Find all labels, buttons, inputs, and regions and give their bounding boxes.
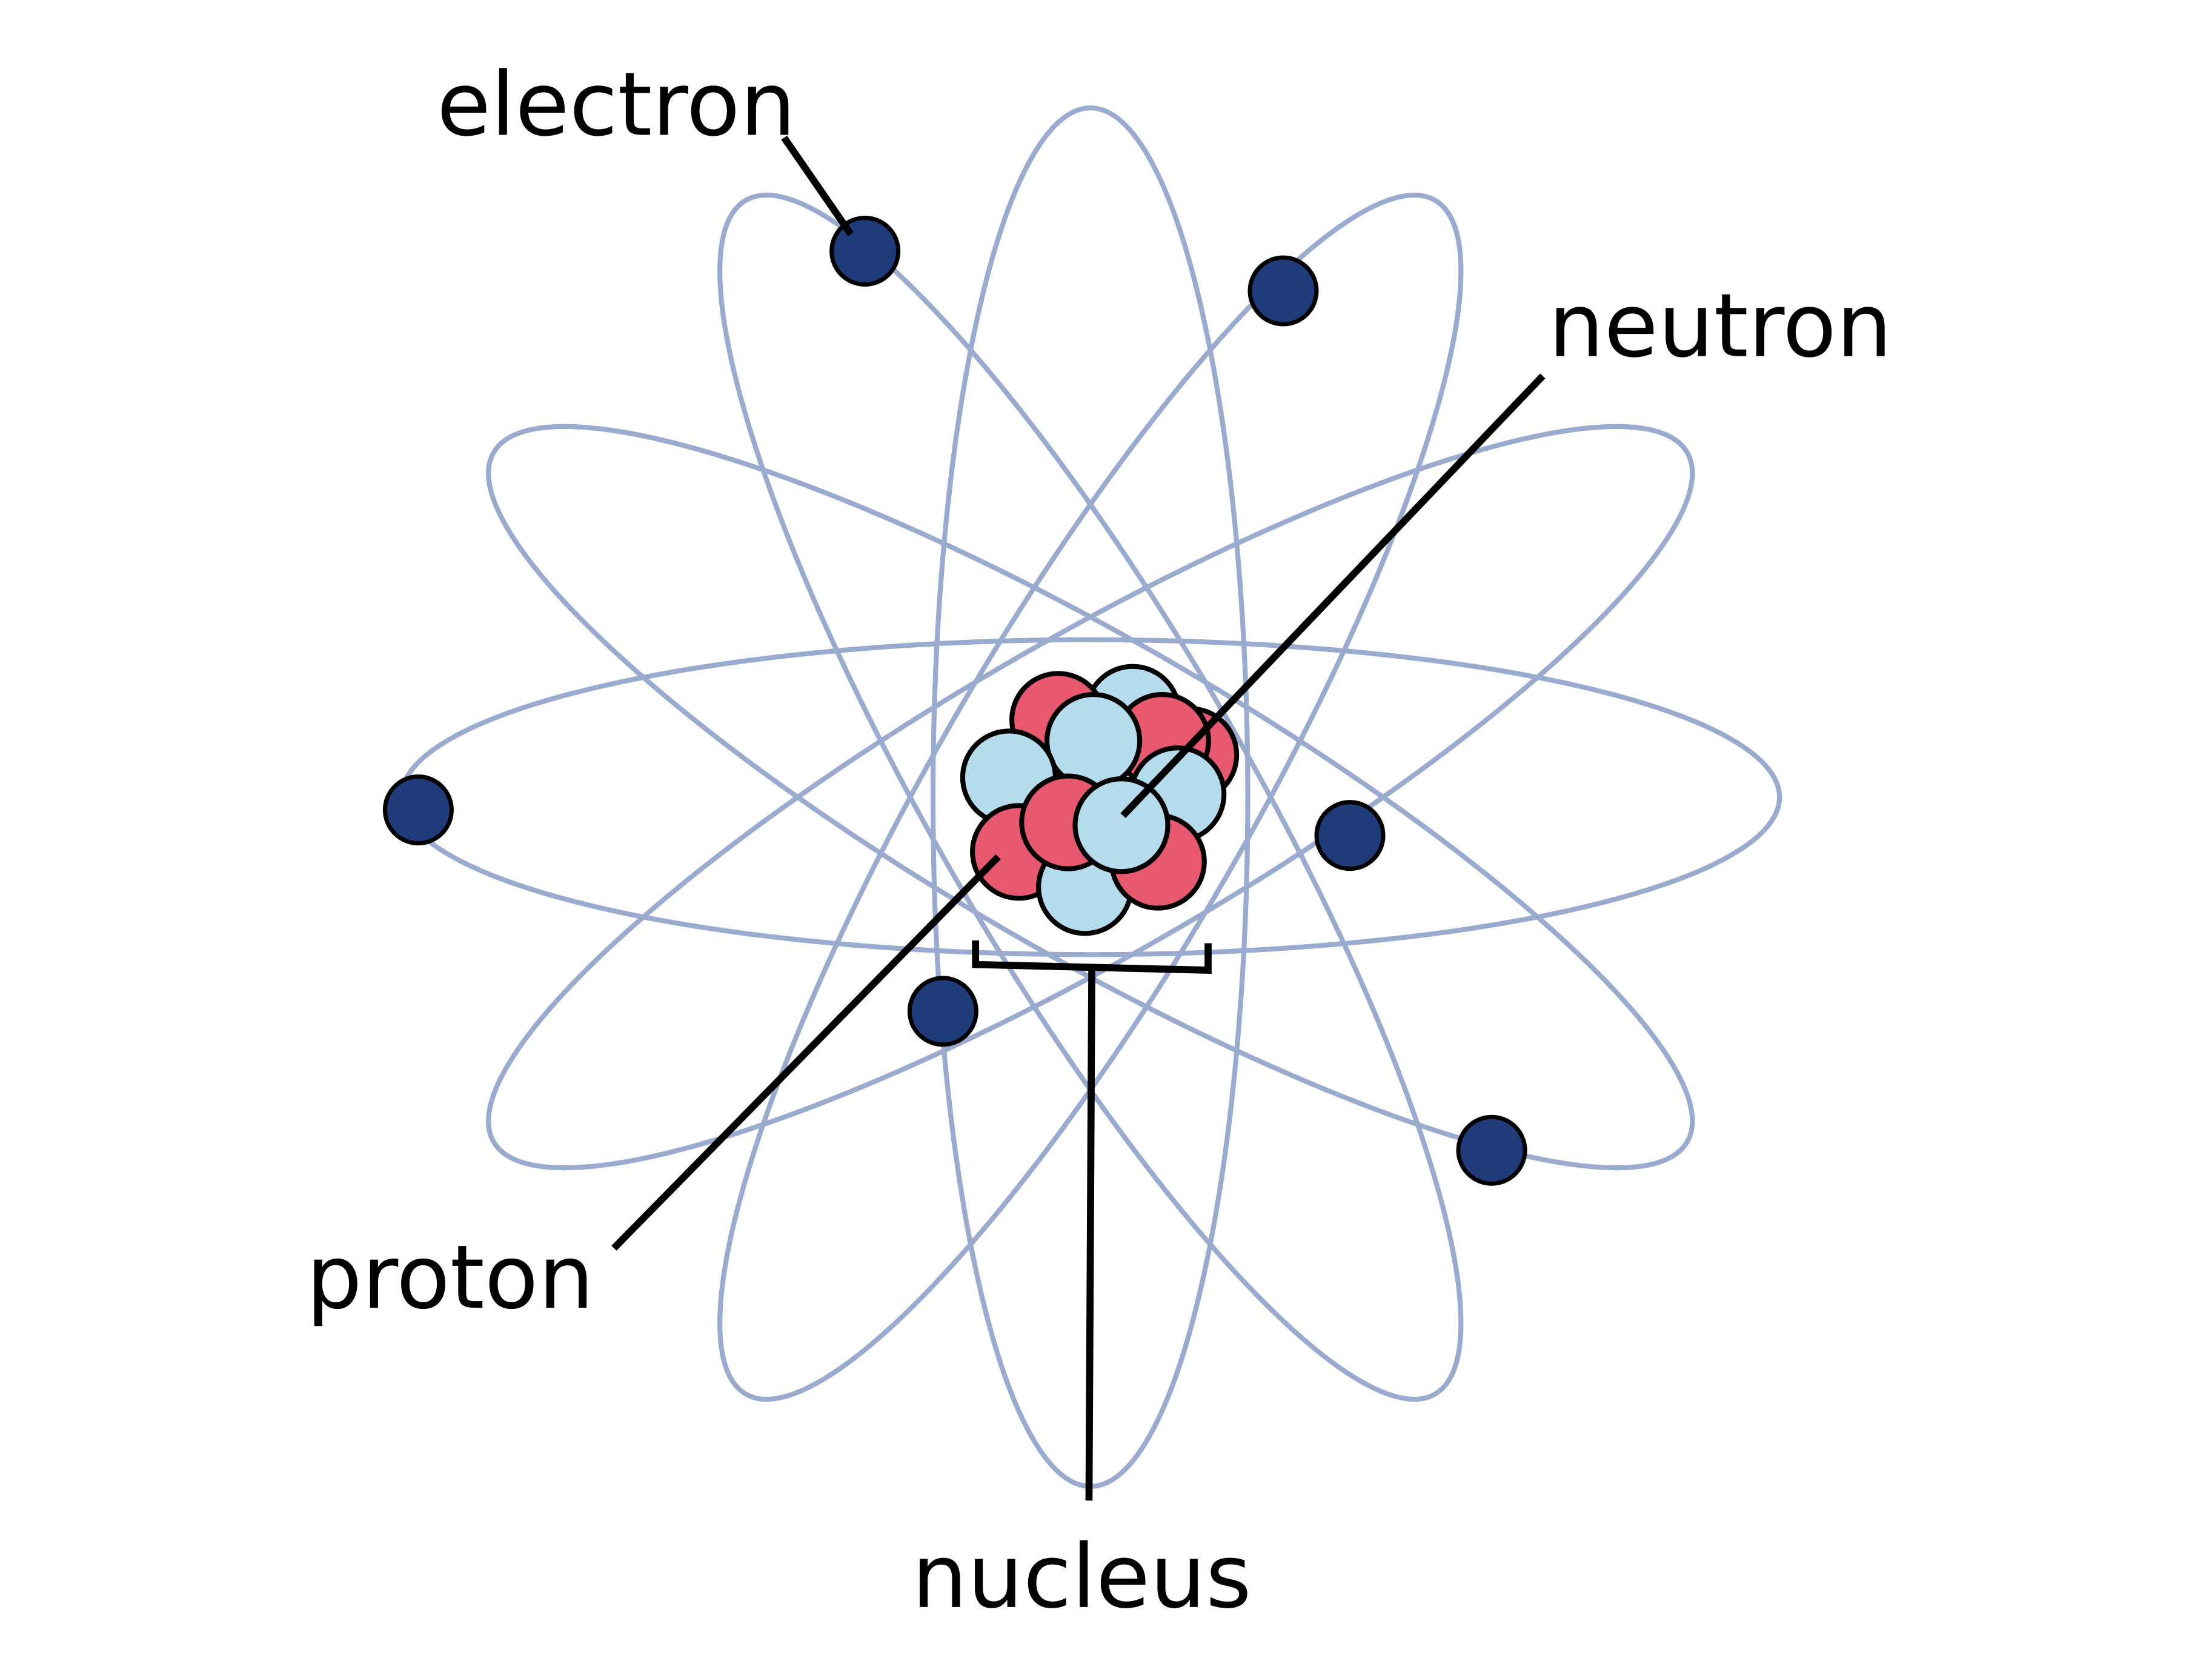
proton-label: proton bbox=[307, 1227, 594, 1329]
nucleus-label: nucleus bbox=[912, 1526, 1252, 1628]
electron-leader-line bbox=[781, 135, 854, 236]
orbit-ellipse bbox=[717, 192, 1464, 1402]
electron bbox=[907, 976, 978, 1047]
orbit-ellipse bbox=[486, 424, 1695, 1171]
electrons bbox=[382, 215, 1527, 1186]
electron bbox=[382, 774, 454, 846]
neutron bbox=[1072, 776, 1171, 874]
electron bbox=[1456, 1114, 1527, 1186]
orbit-ellipse bbox=[486, 424, 1695, 1171]
orbit-ellipse bbox=[717, 192, 1464, 1402]
neutron-label: neutron bbox=[1549, 275, 1892, 378]
electron bbox=[1314, 800, 1386, 871]
proton-leader-line bbox=[611, 854, 1001, 1251]
neutron bbox=[1044, 691, 1143, 790]
electron-label: electron bbox=[437, 54, 796, 156]
nucleus-leader-line bbox=[1085, 967, 1095, 1501]
neutron-leader-line bbox=[1120, 373, 1546, 818]
electron bbox=[829, 215, 901, 287]
nucleus bbox=[960, 664, 1240, 936]
electron bbox=[1247, 255, 1319, 327]
